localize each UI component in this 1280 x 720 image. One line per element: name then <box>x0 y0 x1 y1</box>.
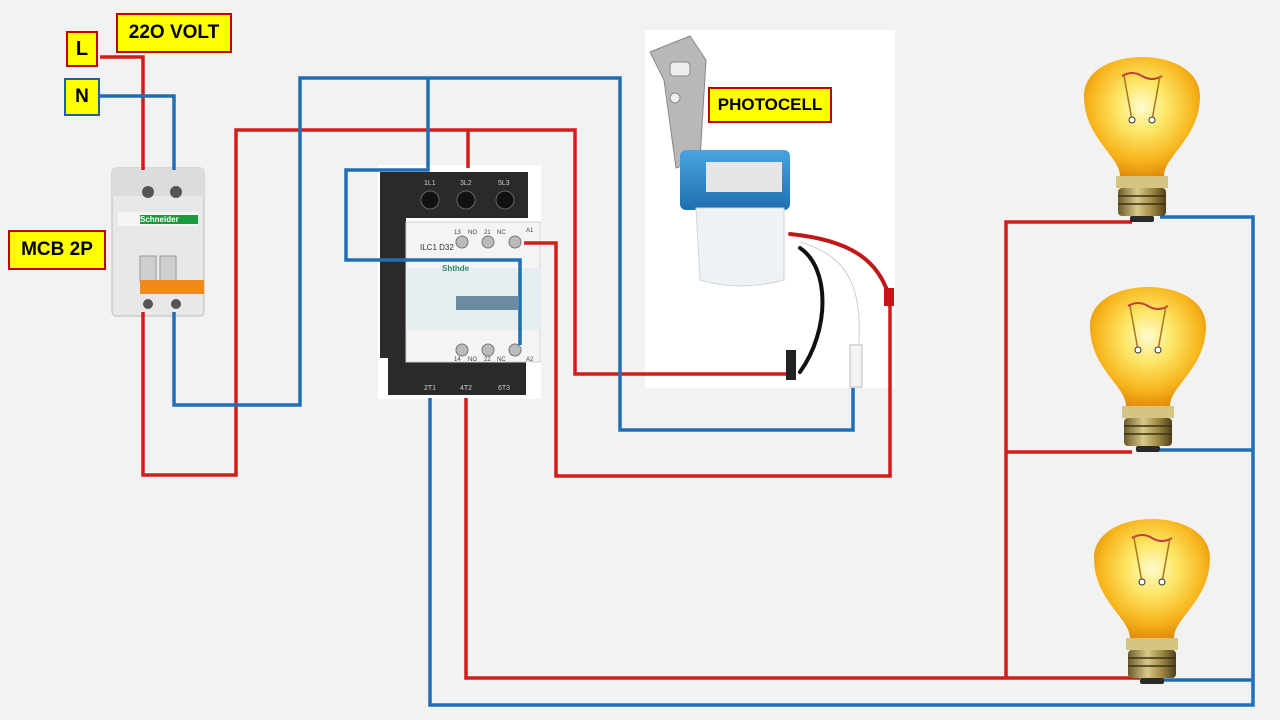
label-line: L <box>66 31 98 67</box>
bulb-icon <box>1090 287 1206 452</box>
terminal-label: 6T3 <box>498 385 510 392</box>
mcb-brand: Schneider <box>140 215 179 224</box>
neutral-wire <box>344 78 522 345</box>
live-wire <box>1004 220 1132 678</box>
mcb-terminal <box>142 186 154 198</box>
bulb-icon <box>1084 57 1200 222</box>
mcb-terminal <box>143 299 153 309</box>
contactor-terminal <box>456 190 476 210</box>
aux-label: 21 <box>484 230 491 236</box>
label-mcb: MCB 2P <box>8 230 106 270</box>
aux-terminal <box>481 235 495 249</box>
photocell-sensor <box>645 30 895 388</box>
contactor-brand: Shthde <box>442 264 470 273</box>
wires-live <box>100 55 1140 680</box>
aux-label: A2 <box>526 357 534 363</box>
mcb-terminal <box>170 186 182 198</box>
aux-terminal <box>508 235 522 249</box>
contactor-terminal <box>495 190 515 210</box>
terminal-label: 5L3 <box>498 180 510 187</box>
live-wire <box>141 128 790 477</box>
label-voltage: 22O VOLT <box>116 13 232 53</box>
aux-terminal <box>455 235 469 249</box>
bulb-icon <box>1094 519 1210 684</box>
aux-label: 14 <box>454 357 461 363</box>
neutral-wire <box>172 76 855 432</box>
terminal-label: 4T2 <box>460 385 472 392</box>
aux-label: NC <box>497 357 506 363</box>
photocell-leads <box>786 232 894 388</box>
aux-label: NO <box>468 357 477 363</box>
contactor: 1L1 3L2 5L3 13 NO 21 NC A1 ILC1 D32 Shth… <box>378 165 541 399</box>
mcb-breaker: Schneider <box>111 167 205 317</box>
terminal-label: 3L2 <box>460 180 472 187</box>
contactor-terminal <box>420 190 440 210</box>
aux-terminal <box>455 343 469 357</box>
aux-label: NO <box>468 230 477 236</box>
wires-neutral <box>100 76 1255 707</box>
label-photocell: PHOTOCELL <box>708 87 832 123</box>
label-neutral: N <box>64 78 100 116</box>
terminal-label: 2T1 <box>424 385 436 392</box>
terminal-label: 1L1 <box>424 180 436 187</box>
contactor-model: ILC1 D32 <box>420 243 454 252</box>
mcb-terminal <box>171 299 181 309</box>
aux-label: 13 <box>454 230 461 236</box>
live-wire <box>464 398 1140 680</box>
live-wire <box>524 241 892 478</box>
aux-label: A1 <box>526 228 534 234</box>
aux-terminal <box>481 343 495 357</box>
neutral-wire <box>428 215 1255 707</box>
aux-label: 22 <box>484 357 491 363</box>
aux-terminal <box>508 343 522 357</box>
aux-label: NC <box>497 230 506 236</box>
